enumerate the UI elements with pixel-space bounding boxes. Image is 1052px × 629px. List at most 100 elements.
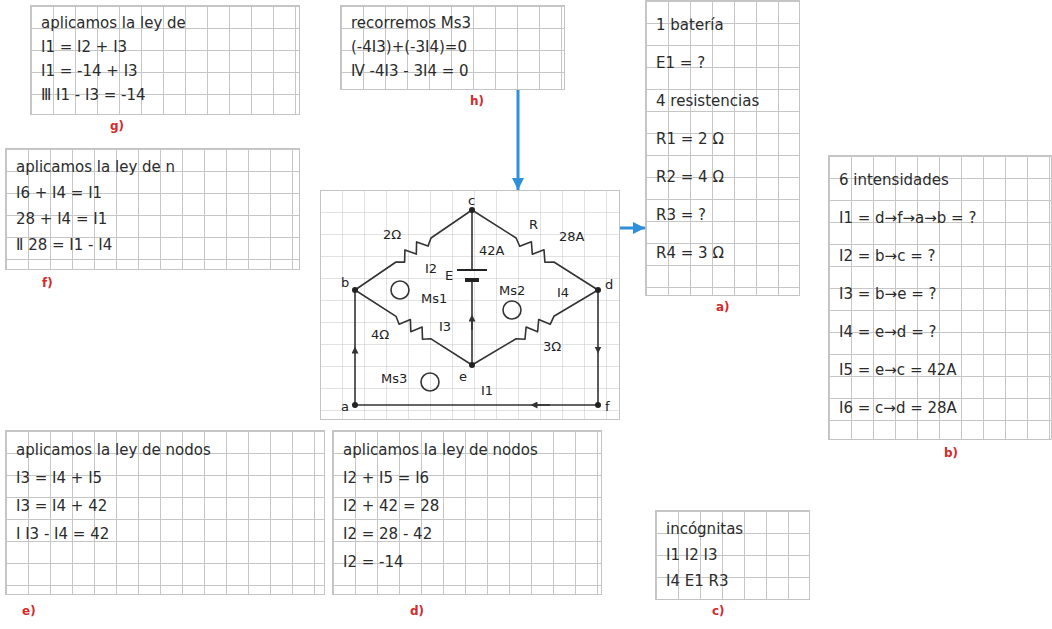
circuit-label: 28A <box>559 229 584 244</box>
panel-letter: d) <box>410 604 424 618</box>
note-line: I2 = b→c = ? <box>839 237 935 275</box>
note-line: R4 = 3 Ω <box>656 234 724 272</box>
wire <box>354 290 356 350</box>
panel-letter: h) <box>470 94 484 108</box>
resistor-symbol <box>355 210 472 290</box>
note-line: I2 = -14 <box>343 548 404 576</box>
note-line: R2 = 4 Ω <box>656 158 724 196</box>
junction-dot <box>595 402 601 408</box>
note-line: incógnitas <box>666 516 743 542</box>
note-line: I5 = e→c = 42A <box>839 351 957 389</box>
battery-plate <box>465 278 479 282</box>
loop-symbol <box>503 301 521 319</box>
circuit-label: 42A <box>479 243 504 258</box>
panel-letter: f) <box>42 276 53 290</box>
circuit-panel: c b d 2Ω R 28A I2 42A E Ms1 I4 Ms2 4Ω I3 3Ω e Ms3 a I1 f <box>320 190 620 420</box>
note-line: I1 I2 I3 <box>666 542 717 568</box>
circuit-label: I3 <box>439 319 451 334</box>
circuit-label: Ms2 <box>499 283 525 298</box>
note-line: I1 = -14 + I3 <box>41 59 138 83</box>
wire <box>471 280 473 365</box>
note-line: I3 = I4 + 42 <box>16 492 107 520</box>
panel-letter: c) <box>712 604 725 618</box>
panel-letter: e) <box>22 604 36 618</box>
circuit-label: c <box>468 193 475 208</box>
note-line: R3 = ? <box>656 196 706 234</box>
note-line: I3 = I4 + I5 <box>16 464 102 492</box>
resistor-symbol <box>355 290 472 365</box>
note-line: I4 E1 R3 <box>666 568 729 594</box>
circuit-label: d <box>605 277 613 292</box>
note-line: I2 = 28 - 42 <box>343 520 432 548</box>
resistor-symbol <box>472 290 598 365</box>
note-line: (-4I3)+(-3I4)=0 <box>351 35 467 59</box>
note-line: I2 + I5 = I6 <box>343 464 429 492</box>
battery-plate <box>457 269 487 271</box>
note-line: 4 resistencias <box>656 82 759 120</box>
note-line: aplicamos la ley de <box>41 11 186 35</box>
circuit-label: I1 <box>481 383 493 398</box>
note-line: I6 = c→d = 28A <box>839 389 957 427</box>
note-line: I3 = b→e = ? <box>839 275 936 313</box>
note-line: Ⅰ I3 - I4 = 42 <box>16 520 109 548</box>
circuit-label: I4 <box>557 285 569 300</box>
circuit-label: Ms1 <box>421 291 447 306</box>
circuit-label: E <box>445 268 453 283</box>
loop-symbol <box>391 281 409 299</box>
wire <box>355 404 535 406</box>
note-panel: 1 bateríaE1 = ?4 resistenciasR1 = 2 ΩR2 … <box>645 0 800 296</box>
note-line: I4 = e→d = ? <box>839 313 936 351</box>
circuit-label: 4Ω <box>371 327 389 342</box>
note-line: I2 + 42 = 28 <box>343 492 439 520</box>
note-line: 6 intensidades <box>839 161 949 199</box>
wire <box>354 350 356 405</box>
circuit-label: b <box>341 275 349 290</box>
note-line: I1 = d→f→a→b = ? <box>839 199 976 237</box>
note-line: I1 = I2 + I3 <box>41 35 127 59</box>
wire <box>534 404 550 406</box>
note-line: Ⅱ 28 = I1 - I4 <box>16 232 112 258</box>
panel-letter: g) <box>110 119 124 133</box>
note-line: Ⅳ -4I3 - 3I4 = 0 <box>351 59 469 83</box>
note-panel: aplicamos la ley de nodosI2 + I5 = I6I2 … <box>332 430 602 595</box>
junction-dot <box>352 402 358 408</box>
wire <box>471 318 473 330</box>
note-panel: aplicamos la ley deI1 = I2 + I3I1 = -14 … <box>30 5 300 115</box>
junction-dot <box>352 287 358 293</box>
flow-arrow <box>517 90 520 190</box>
circuit-label: I2 <box>425 261 437 276</box>
note-panel: incógnitasI1 I2 I3I4 E1 R3 <box>655 510 810 600</box>
wire <box>535 350 598 405</box>
note-panel: aplicamos la ley de nodosI3 = I4 + I5I3 … <box>5 430 325 595</box>
note-line: Ⅲ I1 - I3 = -14 <box>41 83 146 107</box>
note-line: 1 batería <box>656 6 724 44</box>
circuit-label: 2Ω <box>383 227 401 242</box>
wire <box>597 290 599 350</box>
panel-letter: a) <box>716 300 730 314</box>
note-panel: recorremos Ms3(-4I3)+(-3I4)=0Ⅳ -4I3 - 3I… <box>340 5 565 90</box>
circuit-label: R <box>529 217 538 232</box>
loop-symbol <box>421 373 439 391</box>
note-panel: 6 intensidadesI1 = d→f→a→b = ?I2 = b→c =… <box>828 155 1052 440</box>
note-line: aplicamos la ley de n <box>16 154 175 180</box>
note-line: R1 = 2 Ω <box>656 120 724 158</box>
junction-dot <box>469 362 475 368</box>
note-line: 28 + I4 = I1 <box>16 206 107 232</box>
circuit-label: a <box>341 399 349 414</box>
note-line: E1 = ? <box>656 44 705 82</box>
flow-arrow <box>620 227 645 230</box>
wire <box>471 210 473 270</box>
note-line: recorremos Ms3 <box>351 11 471 35</box>
note-panel: aplicamos la ley de nI6 + I4 = I128 + I4… <box>5 148 300 270</box>
note-line: aplicamos la ley de nodos <box>343 436 538 464</box>
panel-letter: b) <box>944 446 958 460</box>
junction-dot <box>595 287 601 293</box>
circuit-label: f <box>605 399 610 414</box>
circuit-label: 3Ω <box>543 339 561 354</box>
note-line: I6 + I4 = I1 <box>16 180 102 206</box>
resistor-symbol <box>472 210 598 290</box>
circuit-label: Ms3 <box>381 371 407 386</box>
circuit-label: e <box>459 369 467 384</box>
note-line: aplicamos la ley de nodos <box>16 436 211 464</box>
